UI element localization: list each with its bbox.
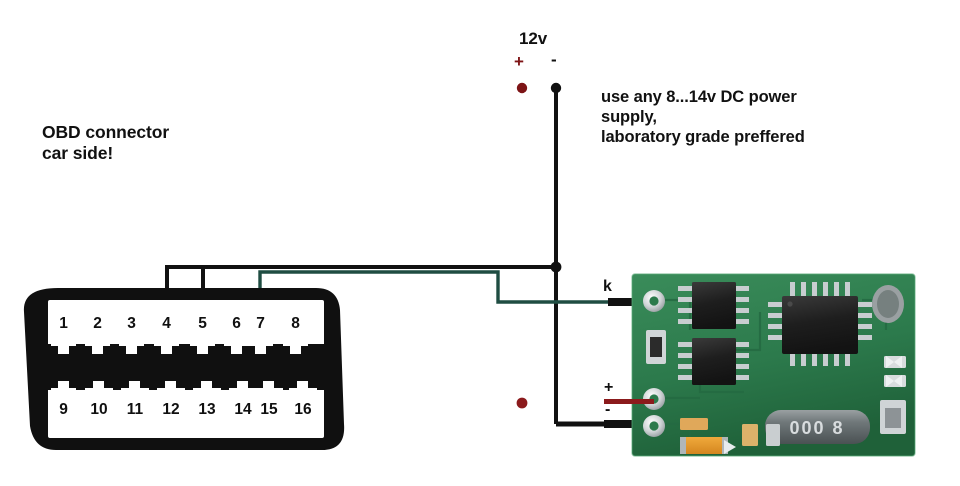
pin-label: 5 [198, 315, 207, 332]
pin-label: 3 [127, 315, 136, 332]
crystal-oscillator: 000 8 [765, 410, 870, 444]
board-pad-minus-hole [649, 421, 659, 431]
junction-supply-minus [550, 82, 562, 94]
pin-label: 15 [260, 401, 278, 418]
board-minus-terminal-label: - [605, 401, 611, 418]
connector-divider [48, 344, 324, 390]
pin-label: 7 [256, 315, 265, 332]
obd-connector-label: OBD connector car side! [42, 122, 170, 164]
pin-label: 2 [93, 315, 102, 332]
obd-pin-13[interactable]: 13 [193, 381, 221, 432]
junction-supply-plus [516, 82, 528, 94]
obd-pin-7[interactable]: 7 [248, 303, 273, 354]
pin-label: 10 [90, 401, 107, 418]
pin-label: 4 [162, 315, 171, 332]
obd-connector[interactable]: 1 2 3 4 [23, 288, 345, 450]
obd-pin-8[interactable]: 8 [283, 303, 308, 354]
pin-label: 6 [232, 315, 241, 332]
pin-label: 1 [59, 315, 68, 332]
pin-label: 12 [162, 401, 179, 418]
ic-qfp-mcu [768, 282, 872, 366]
pin-label: 8 [291, 315, 300, 332]
obd-pin-12[interactable]: 12 [157, 381, 185, 432]
pin-label: 16 [294, 401, 312, 418]
obd-pin-4[interactable]: 4 [154, 303, 179, 354]
obd-pin-11[interactable]: 11 [121, 381, 149, 432]
ic-soic-lower [678, 338, 749, 385]
supply-plus-label: + [514, 52, 524, 71]
obd-pin-15[interactable]: 15 [255, 381, 283, 432]
junction-ground-tee [550, 261, 562, 273]
wiring-group [165, 82, 652, 428]
wire-stub-plus [604, 399, 654, 404]
supply-voltage-label: 12v [519, 29, 548, 48]
obd-pin-9[interactable]: 9 [51, 381, 76, 432]
pin-row-bottom: 9 10 11 12 [51, 381, 317, 432]
board-plus-terminal-label: + [604, 379, 614, 396]
pcb-edge-highlight [631, 273, 916, 457]
ic-soic-upper [678, 282, 749, 329]
obd-pin-16[interactable]: 16 [289, 381, 317, 432]
supply-minus-label: - [551, 50, 557, 69]
obd-interface-board[interactable]: 000 8 [604, 273, 916, 457]
obd-pin-1[interactable]: 1 [51, 303, 76, 354]
obd-pin-3[interactable]: 3 [119, 303, 144, 354]
pin-row-top: 1 2 3 4 [51, 303, 308, 354]
pin-label: 14 [234, 401, 252, 418]
junction-plus-tee [516, 397, 528, 409]
power-supply-note: use any 8...14v DC power supply, laborat… [601, 88, 805, 147]
obd-pin-10[interactable]: 10 [85, 381, 113, 432]
obd-pin-5[interactable]: 5 [190, 303, 215, 354]
obd-pin-14[interactable]: 14 [229, 381, 257, 432]
crystal-marking: 000 8 [789, 418, 844, 438]
pcb-terminals[interactable] [643, 290, 665, 437]
pin-label: 13 [198, 401, 216, 418]
smd-passives [646, 330, 906, 454]
board-pad-k-hole [649, 296, 659, 306]
wire-kline-teal [258, 270, 648, 310]
obd-pin-2[interactable]: 2 [85, 303, 110, 354]
wire-stub-minus [604, 420, 652, 428]
wire-stub-k [608, 298, 652, 306]
obd-pin-6[interactable]: 6 [224, 303, 249, 354]
capacitor-orange [680, 437, 728, 454]
pin-label: 11 [127, 401, 144, 418]
board-k-terminal-label: k [603, 278, 612, 295]
pin-label: 9 [59, 401, 68, 418]
